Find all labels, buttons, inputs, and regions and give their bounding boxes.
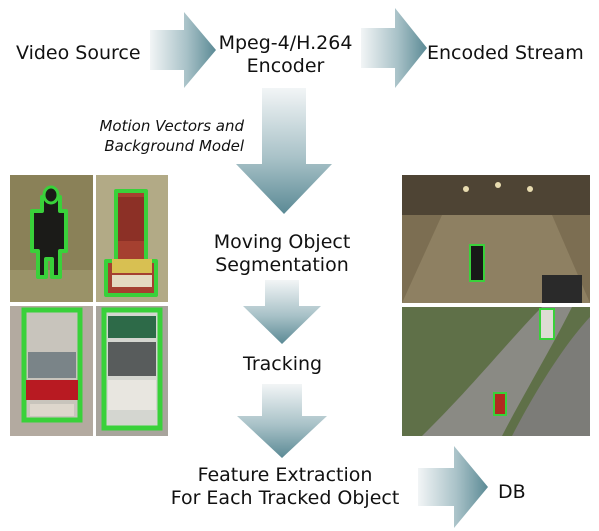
segmentation-label: Moving Object Segmentation — [196, 231, 368, 277]
arrow-tracking-to-feature — [237, 384, 327, 458]
segmentation-line2: Segmentation — [215, 254, 349, 276]
red-bus-crop-image — [10, 306, 93, 436]
motion-vectors-line1: Motion Vectors and — [99, 117, 244, 135]
motion-vectors-label: Motion Vectors and Background Model — [74, 116, 244, 156]
arrow-encoder-to-segmentation — [236, 88, 332, 214]
db-label: DB — [498, 481, 526, 503]
encoder-label-line1: Mpeg-4/H.264 — [218, 32, 353, 54]
segmentation-line1: Moving Object — [213, 231, 351, 253]
feature-extraction-label: Feature Extraction For Each Tracked Obje… — [140, 464, 430, 510]
encoder-label-line2: Encoder — [246, 55, 325, 77]
white-truck-crop-image — [96, 306, 168, 436]
encoder-label: Mpeg-4/H.264 Encoder — [203, 32, 368, 78]
feature-line2: For Each Tracked Object — [170, 487, 400, 509]
video-source-label: Video Source — [16, 42, 141, 64]
arrow-feature-to-db — [418, 446, 488, 528]
highway-scene-image — [402, 307, 590, 436]
arrow-segmentation-to-tracking — [243, 280, 321, 344]
arrow-source-to-encoder — [150, 12, 216, 88]
indoor-walkway-scene-image — [402, 175, 590, 303]
red-truck-crop-image — [96, 175, 168, 302]
encoded-stream-label: Encoded Stream — [427, 42, 584, 64]
tracking-label: Tracking — [243, 353, 323, 375]
pedestrian-crop-image — [10, 175, 93, 302]
motion-vectors-line2: Background Model — [104, 137, 244, 155]
arrow-encoder-to-stream — [361, 8, 427, 88]
feature-line1: Feature Extraction — [197, 464, 373, 486]
